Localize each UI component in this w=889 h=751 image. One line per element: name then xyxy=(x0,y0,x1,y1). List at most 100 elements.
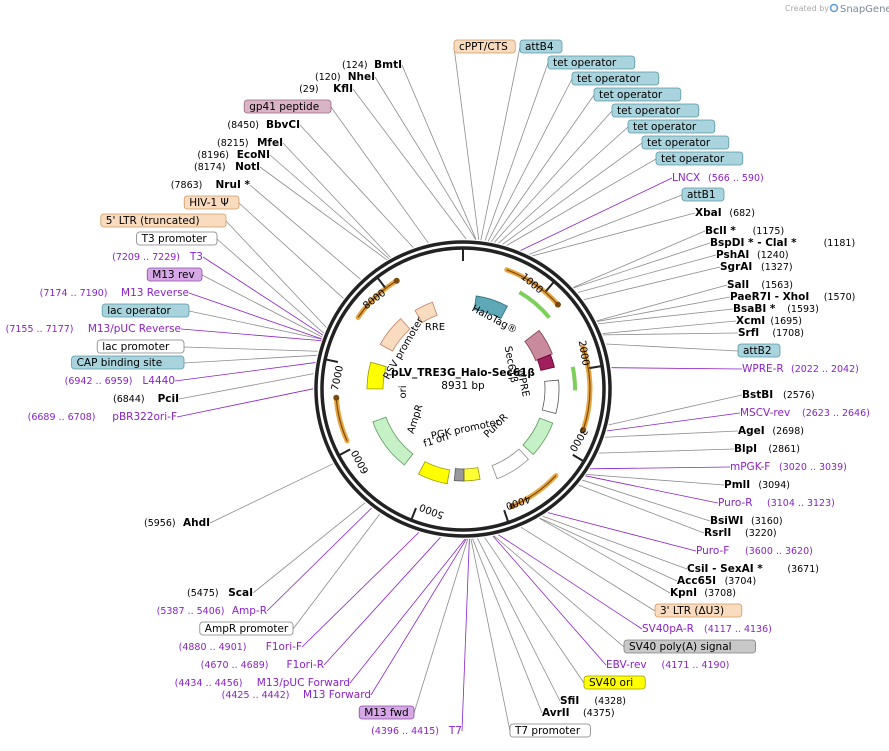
site-label-number: (3708) xyxy=(704,588,736,599)
map-label-box[interactable]: M13 fwd xyxy=(358,705,415,720)
map-label-site[interactable]: BsiWI(3160) xyxy=(710,515,783,527)
map-label-site[interactable]: PaeR7I - XhoI(1570) xyxy=(730,291,855,303)
map-label-site[interactable]: BspDI * - ClaI *(1181) xyxy=(710,237,855,249)
primer-label-number: (4396 .. 4415) xyxy=(371,726,439,737)
map-label-box[interactable]: tet operator xyxy=(611,103,700,118)
label-leader xyxy=(602,332,739,336)
map-label-box[interactable]: gp41 peptide xyxy=(243,99,332,114)
map-label-box[interactable]: tet operator xyxy=(655,151,744,166)
map-label-primer[interactable]: M13 Reverse(7174 .. 7190) xyxy=(40,287,189,299)
map-label-site[interactable]: SgrAI(1327) xyxy=(720,261,793,273)
map-label-site[interactable]: PshAI(1240) xyxy=(716,249,789,261)
map-label-primer[interactable]: SV40pA-R(4117 .. 4136) xyxy=(642,623,772,635)
map-label-box[interactable]: tet operator xyxy=(571,71,660,86)
map-label-site[interactable]: RsrII(3220) xyxy=(704,527,777,539)
map-label-box[interactable]: M13 rev xyxy=(146,267,203,282)
site-label-number: (124) xyxy=(342,60,368,71)
map-label-box[interactable]: attB1 xyxy=(681,187,725,202)
map-label-site[interactable]: SrfI(1708) xyxy=(738,327,804,339)
map-label-primer[interactable]: L4440(6942 .. 6959) xyxy=(65,375,175,387)
map-label-site[interactable]: SfiI(4328) xyxy=(560,695,626,707)
map-label-primer[interactable]: Amp-R(5387 .. 5406) xyxy=(157,605,267,617)
primer-label-text: WPRE-R xyxy=(742,363,784,375)
site-label-text: AgeI xyxy=(738,425,765,437)
label-leader xyxy=(202,256,324,336)
map-label-box[interactable]: tet operator xyxy=(641,135,730,150)
ruler-tick-label: 5000 xyxy=(418,501,446,521)
map-label-site[interactable]: MfeI(8215) xyxy=(217,137,283,149)
map-label-primer[interactable]: F1ori-R(4670 .. 4689) xyxy=(201,659,324,671)
map-label-site[interactable]: AgeI(2698) xyxy=(738,425,804,437)
map-label-primer[interactable]: T3(7209 .. 7229) xyxy=(112,251,203,263)
map-label-site[interactable]: BlpI(2861) xyxy=(734,443,800,455)
map-label-site[interactable]: BmtI(124) xyxy=(342,59,402,71)
map-label-box[interactable]: lac operator xyxy=(101,303,190,318)
map-label-box[interactable]: tet operator xyxy=(593,87,682,102)
map-label-site[interactable]: XcmI(1695) xyxy=(736,315,802,327)
primer-label-text: Puro-R xyxy=(718,497,753,509)
map-label-box[interactable]: attB2 xyxy=(737,343,781,358)
map-label-site[interactable]: AvrII(4375) xyxy=(542,707,615,719)
map-label-site[interactable]: BstBI(2576) xyxy=(742,389,815,401)
map-label-primer[interactable]: T7(4396 .. 4415) xyxy=(371,725,462,737)
map-label-site[interactable]: SalI(1563) xyxy=(727,279,793,291)
map-label-site[interactable]: BclI *(1175) xyxy=(705,225,784,237)
site-label-number: (1240) xyxy=(757,250,789,261)
map-label-box[interactable]: 5' LTR (truncated) xyxy=(100,213,227,228)
map-label-box[interactable]: 3' LTR (ΔU3) xyxy=(654,603,743,618)
map-label-site[interactable]: PmlI(3094) xyxy=(724,479,790,491)
map-label-primer[interactable]: M13 Forward(4425 .. 4442) xyxy=(222,689,371,701)
feature-label-box xyxy=(136,231,218,246)
map-label-site[interactable]: KpnI(3708) xyxy=(670,587,736,599)
map-label-primer[interactable]: EBV-rev(4171 .. 4190) xyxy=(606,659,729,671)
map-label-box[interactable]: HIV-1 Ψ xyxy=(183,195,240,210)
label-leader xyxy=(209,463,334,524)
label-leader xyxy=(453,46,480,240)
inner-feature-label: ori xyxy=(398,385,409,398)
map-label-box[interactable]: lac promoter xyxy=(96,339,185,354)
map-label-box[interactable]: T7 promoter xyxy=(509,723,591,738)
map-label-site[interactable]: NheI(120) xyxy=(315,71,375,83)
map-label-primer[interactable]: F1ori-F(4880 .. 4901) xyxy=(179,641,302,653)
map-label-site[interactable]: KflI(29) xyxy=(299,83,353,95)
map-label-site[interactable]: XbaI(682) xyxy=(695,207,755,219)
site-label-text: PaeR7I - XhoI xyxy=(730,291,809,303)
map-label-primer[interactable]: M13/pUC Forward(4434 .. 4456) xyxy=(175,677,350,689)
map-label-site[interactable]: BbvCI(8450) xyxy=(227,119,300,131)
ruler-tick xyxy=(410,507,417,521)
map-label-box[interactable]: tet operator xyxy=(547,55,636,70)
map-label-site[interactable]: NotI(8174) xyxy=(194,161,260,173)
map-label-box[interactable]: T3 promoter xyxy=(136,231,218,246)
map-label-site[interactable]: NruI *(7863) xyxy=(171,179,251,191)
map-label-site[interactable]: ScaI(5475) xyxy=(187,587,253,599)
map-label-primer[interactable]: Puro-F(3600 .. 3620) xyxy=(696,545,813,557)
map-label-site[interactable]: CsiI - SexAI *(3671) xyxy=(687,563,819,575)
map-label-primer[interactable]: WPRE-R(2022 .. 2042) xyxy=(742,363,859,375)
map-label-box[interactable]: tet operator xyxy=(627,119,716,134)
map-label-primer[interactable]: pBR322ori-F(6689 .. 6708) xyxy=(28,411,177,423)
feature-label-box xyxy=(101,303,190,318)
feature-arc xyxy=(333,395,350,444)
label-leader xyxy=(480,46,521,241)
map-label-site[interactable]: BsaBI *(1593) xyxy=(733,303,819,315)
map-label-primer[interactable]: M13/pUC Reverse(7155 .. 7177) xyxy=(6,323,181,335)
map-label-site[interactable]: PciI(6844) xyxy=(113,393,179,405)
primer-label-text: EBV-rev xyxy=(606,659,647,671)
map-label-primer[interactable]: Puro-R(3104 .. 3123) xyxy=(718,497,835,509)
map-label-site[interactable]: AhdI(5956) xyxy=(144,517,210,529)
map-label-primer[interactable]: MSCV-rev(2623 .. 2646) xyxy=(740,407,870,419)
label-leader xyxy=(539,517,671,594)
map-label-site[interactable]: Acc65I(3704) xyxy=(677,575,756,587)
map-label-primer[interactable]: mPGK-F(3020 .. 3039) xyxy=(730,461,847,473)
map-label-box[interactable]: AmpR promoter xyxy=(199,621,294,636)
map-label-box[interactable]: attB4 xyxy=(519,39,563,54)
map-label-box[interactable]: CAP binding site xyxy=(71,355,185,370)
map-label-box[interactable]: SV40 ori xyxy=(583,675,646,690)
feature-label-text: lac promoter xyxy=(102,341,170,353)
map-label-primer[interactable]: LNCX(566 .. 590) xyxy=(672,172,764,184)
ruler-tick-label: 3000 xyxy=(567,426,590,453)
map-label-site[interactable]: EcoNI(8196) xyxy=(197,149,270,161)
feature-label-text: tet operator xyxy=(577,73,641,85)
map-label-box[interactable]: SV40 poly(A) signal xyxy=(623,639,757,654)
map-label-box[interactable]: cPPT/CTS xyxy=(453,39,516,54)
